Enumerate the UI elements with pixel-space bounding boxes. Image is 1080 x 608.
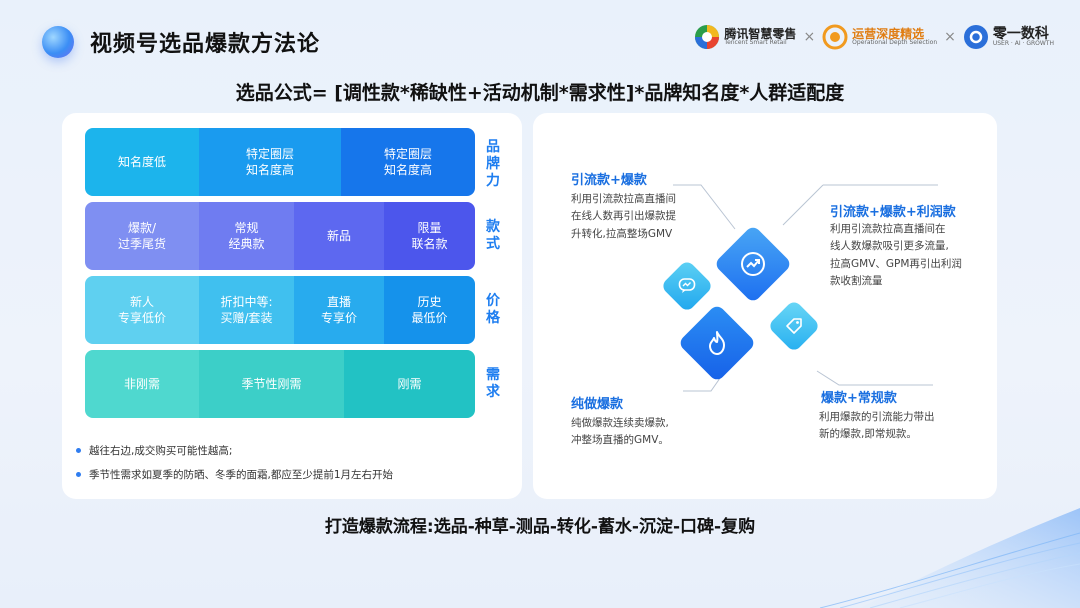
slide-title: 视频号选品爆款方法论 [90, 32, 321, 57]
row-label-brand: 品牌力 [486, 139, 500, 189]
tag-icon [775, 307, 813, 345]
flame-icon [689, 315, 745, 371]
logo-sub-text: Tencent Smart Retail [724, 39, 787, 47]
matrix-cell: 爆款/ 过季尾货 [85, 202, 199, 270]
row-label-price: 价格 [486, 293, 500, 326]
times-sign: × [944, 29, 956, 45]
times-sign: × [803, 29, 816, 45]
lingyi-icon [963, 25, 988, 49]
ops-logo: 运营深度精选 Operational Depth Selection [822, 24, 937, 50]
note-text: 越往右边,成交购买可能性越高; [89, 445, 233, 457]
chat-bubble-icon [668, 267, 706, 305]
corner-wave-decoration [819, 508, 1080, 608]
matrix-cell: 知名度低 [85, 128, 199, 196]
matrix-cell: 刚需 [344, 350, 475, 418]
matrix-cell: 折扣中等: 买赠/套装 [199, 276, 294, 344]
note-item: 越往右边,成交购买可能性越高; [76, 443, 393, 458]
matrix-cell: 历史 最低价 [384, 276, 475, 344]
matrix-cell: 特定圈层 知名度高 [341, 128, 475, 196]
matrix-cell: 新品 [294, 202, 384, 270]
hit-product-flow: 打造爆款流程:选品-种草-测品-转化-蓄水-沉淀-口碑-复购 [324, 517, 756, 537]
brand-row: 知名度低 特定圈层 知名度高 特定圈层 知名度高 [85, 128, 475, 196]
trend-up-icon [725, 236, 781, 292]
selection-formula: 选品公式= [调性款*稀缺性+活动机制*需求性]*品牌知名度*人群适配度 [235, 82, 845, 104]
row-label-demand: 需求 [486, 367, 500, 400]
logo-sub-text: USER · AI · GROWTH [992, 40, 1054, 48]
quad-title-bottom-left: 纯做爆款 [571, 397, 624, 412]
row-label-style: 款式 [486, 219, 500, 252]
logo-main-text: 腾讯智慧零售 [724, 26, 797, 41]
quad-desc-top-left: 利用引流款拉高直播间 在线人数再引出爆款提 升转化,拉高整场GMV [571, 193, 676, 240]
selection-matrix-panel: 知名度低 特定圈层 知名度高 特定圈层 知名度高 品牌力 爆款/ 过季尾货 常规… [62, 113, 522, 499]
price-row: 新人 专享低价 折扣中等: 买赠/套装 直播 专享价 历史 最低价 [85, 276, 475, 344]
matrix-cell: 季节性刚需 [199, 350, 344, 418]
matrix-cell: 特定圈层 知名度高 [199, 128, 341, 196]
bullet-dot-icon [76, 472, 81, 477]
bullet-dot-icon [76, 448, 81, 453]
slide-header: 视频号选品爆款方法论 [42, 26, 320, 58]
style-row: 爆款/ 过季尾货 常规 经典款 新品 限量 联名款 [85, 202, 475, 270]
quad-title-top-left: 引流款+爆款 [571, 173, 647, 188]
logo-main-text: 运营深度精选 [852, 26, 925, 41]
title-orb-icon [42, 26, 74, 58]
logo-main-text: 零一数科 [992, 25, 1049, 42]
quad-desc-bottom-left: 纯做爆款连续卖爆款, 冲整场直播的GMV。 [571, 417, 669, 447]
partner-logos: 腾讯智慧零售 Tencent Smart Retail × 运营深度精选 Ope… [694, 24, 1054, 50]
quad-desc-top-right: 利用引流款拉高直播间在 线人数爆款吸引更多流量, 拉高GMV、GPM再引出利润 … [830, 223, 962, 287]
matrix-cell: 新人 专享低价 [85, 276, 199, 344]
lingyi-logo: 零一数科 USER · AI · GROWTH [963, 24, 1054, 50]
live-strategy-panel: 引流款+爆款 利用引流款拉高直播间 在线人数再引出爆款提 升转化,拉高整场GMV… [533, 113, 997, 499]
logo-sub-text: Operational Depth Selection [852, 39, 938, 47]
matrix-cell: 限量 联名款 [384, 202, 475, 270]
quad-desc-bottom-right: 利用爆款的引流能力带出 新的爆款,即常规款。 [819, 411, 935, 441]
matrix-cell: 直播 专享价 [294, 276, 384, 344]
note-item: 季节性需求如夏季的防晒、冬季的面霜,都应至少提前1月左右开始 [76, 467, 393, 482]
quad-title-top-right: 引流款+爆款+利润款 [830, 205, 956, 220]
ops-depth-icon [822, 24, 848, 50]
tencent-logo: 腾讯智慧零售 Tencent Smart Retail [694, 24, 796, 50]
tencent-smart-retail-icon [695, 25, 720, 49]
notes-list: 越往右边,成交购买可能性越高; 季节性需求如夏季的防晒、冬季的面霜,都应至少提前… [76, 443, 393, 491]
demand-row: 非刚需 季节性刚需 刚需 [85, 350, 475, 418]
matrix-cell: 常规 经典款 [199, 202, 294, 270]
matrix-cell: 非刚需 [85, 350, 199, 418]
quad-title-bottom-right: 爆款+常规款 [821, 391, 897, 406]
note-text: 季节性需求如夏季的防晒、冬季的面霜,都应至少提前1月左右开始 [89, 469, 394, 481]
